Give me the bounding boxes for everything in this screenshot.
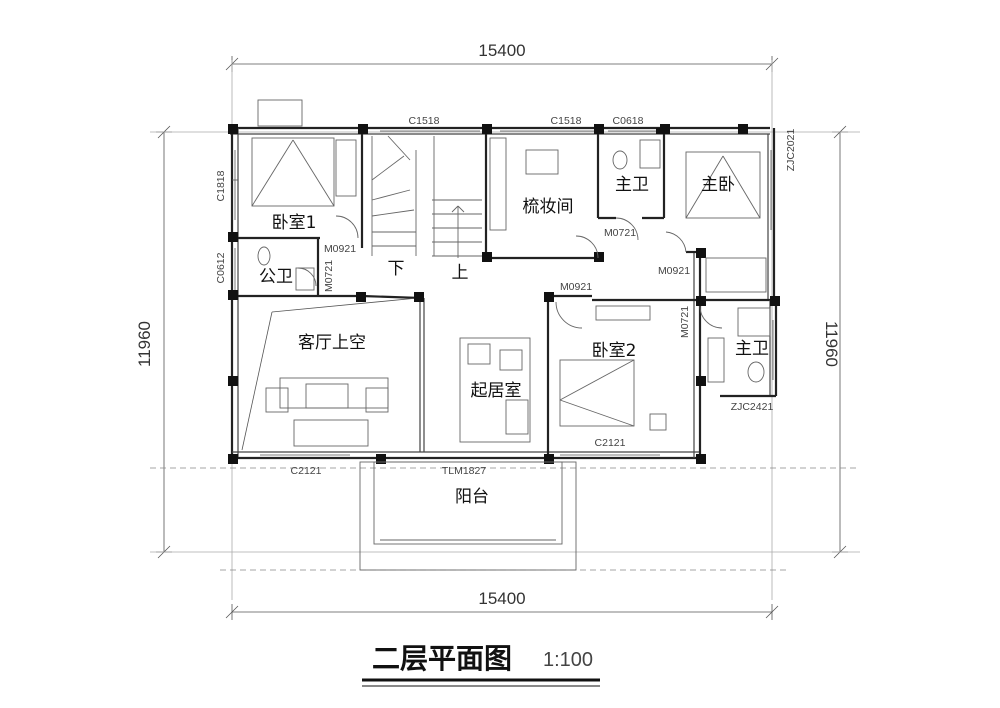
room-label-dressing: 梳妆间 xyxy=(523,197,574,217)
exterior-walls xyxy=(230,126,778,460)
bottom-width-dimension: 15400 xyxy=(478,589,525,608)
code-m0921-b: M0921 xyxy=(658,265,690,277)
room-label-stair-down: 下 xyxy=(388,259,405,279)
code-m0921-a: M0921 xyxy=(324,243,356,255)
room-label-stair-up: 上 xyxy=(452,263,469,283)
code-c0612: C0612 xyxy=(215,252,227,283)
top-width-dimension: 15400 xyxy=(478,41,525,60)
code-c1818: C1818 xyxy=(215,170,227,201)
room-label-balcony: 阳台 xyxy=(455,487,489,507)
room-label-master-bed: 主卧 xyxy=(701,175,735,195)
code-tlm1827: TLM1827 xyxy=(442,465,487,477)
code-c0618: C0618 xyxy=(613,115,644,127)
structural-columns xyxy=(228,124,780,464)
interior-walls xyxy=(236,128,700,458)
code-c1518-a: C1518 xyxy=(409,115,440,127)
room-label-public-bath: 公卫 xyxy=(259,267,293,287)
code-c1518-b: C1518 xyxy=(551,115,582,127)
drawing-scale: 1:100 xyxy=(543,649,593,671)
code-m0721-c: M0721 xyxy=(679,306,691,338)
code-zjc2021: ZJC2021 xyxy=(785,129,797,172)
top-windows xyxy=(232,130,774,456)
room-label-bedroom1: 卧室1 xyxy=(272,213,317,233)
room-label-family-room: 起居室 xyxy=(471,381,522,401)
door-swings xyxy=(297,215,723,329)
furniture xyxy=(251,99,771,571)
room-label-master-bath-right: 主卫 xyxy=(735,339,769,359)
code-m0921-c: M0921 xyxy=(560,281,592,293)
drawing-title: 二层平面图 xyxy=(372,642,512,675)
right-height-dimension: 11960 xyxy=(822,321,841,367)
code-m0721-a: M0721 xyxy=(323,260,335,292)
room-label-living-void: 客厅上空 xyxy=(298,333,366,353)
room-label-bedroom2: 卧室2 xyxy=(592,341,637,361)
code-c2121-a: C2121 xyxy=(291,465,322,477)
code-c2121-b: C2121 xyxy=(595,437,626,449)
left-height-dimension: 11960 xyxy=(135,321,154,367)
code-zjc2421: ZJC2421 xyxy=(731,401,774,413)
room-label-master-bath-top: 主卫 xyxy=(615,175,649,195)
staircase xyxy=(371,135,482,258)
code-m0721-b: M0721 xyxy=(604,227,636,239)
dimension-lines xyxy=(150,56,860,620)
